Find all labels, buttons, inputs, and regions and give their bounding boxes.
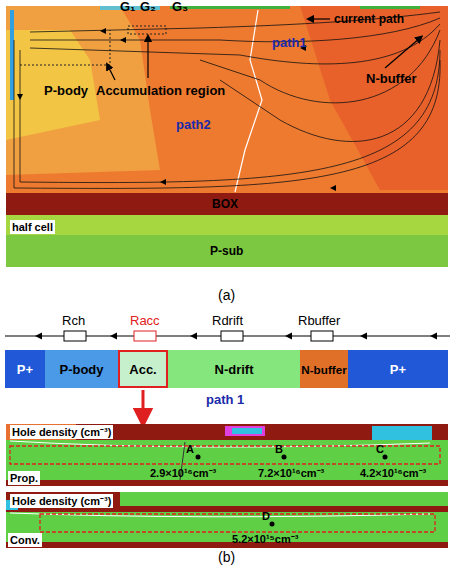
panel-tag: Conv. (8, 533, 42, 547)
region-label: Acc. (129, 362, 156, 377)
density-value: 4.2×10¹⁶cm⁻³ (360, 466, 426, 480)
region-box: Acc. (118, 350, 168, 388)
density-value: 5.2×10¹⁵cm⁻³ (232, 532, 298, 546)
point-label: B (275, 442, 283, 456)
panel-tag: half cell (10, 220, 55, 234)
region-name: Accumulation region (96, 84, 225, 98)
path-label: path 1 (206, 393, 244, 407)
panel-tag: Prop. (8, 471, 40, 485)
gate-label: G₁ (120, 0, 136, 14)
region-name: N-buffer (366, 72, 417, 86)
region-box: P-body (45, 350, 118, 388)
region-label: P+ (17, 362, 33, 377)
resistor-label: Rch (62, 314, 85, 328)
resistor-label: Rbuffer (298, 314, 340, 328)
resistor-label: Racc (130, 314, 160, 328)
region-name: P-body (44, 84, 88, 98)
layer-name: BOX (212, 197, 238, 211)
point-label: C (376, 442, 384, 456)
panel-title: Hole density (cm⁻³) (10, 425, 113, 439)
point-label: D (262, 509, 270, 523)
path-label: path1 (272, 36, 307, 50)
density-value: 7.2×10¹⁶cm⁻³ (258, 466, 324, 480)
region-box: P+ (5, 350, 45, 388)
resistor-label: Rdrift (212, 314, 243, 328)
density-value: 2.9×10¹⁶cm⁻³ (150, 466, 216, 480)
region-label: N-buffer (301, 363, 346, 376)
caption-note: current path (334, 12, 404, 26)
region-box: N-buffer (300, 350, 348, 388)
point-label: A (186, 442, 194, 456)
region-label: N-drift (215, 362, 254, 377)
path-label: path2 (176, 118, 211, 132)
figure-tag: (b) (218, 550, 235, 564)
region-box: N-drift (168, 350, 300, 388)
layer-name: P-sub (210, 244, 243, 258)
figure-tag: (a) (218, 288, 235, 302)
region-label: P-body (59, 362, 103, 377)
gate-label: G₃ (172, 0, 188, 14)
panel-title: Hole density (cm⁻³) (10, 494, 113, 508)
region-box: P+ (348, 350, 448, 388)
region-label: P+ (390, 362, 406, 377)
gate-label: G₂ (140, 0, 156, 14)
